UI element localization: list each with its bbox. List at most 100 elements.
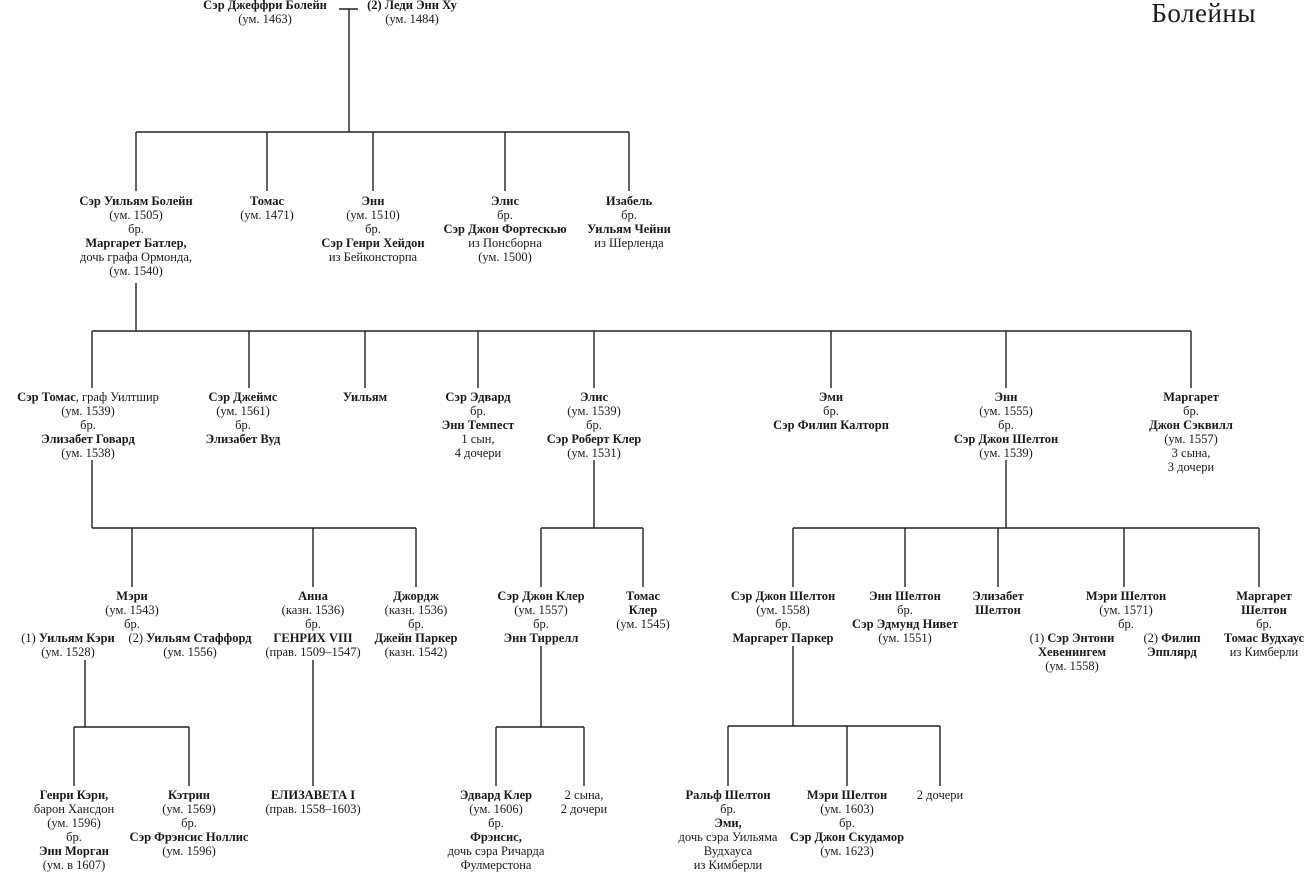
- node-line: Эдвард Клер: [459, 788, 533, 802]
- node-line: (ум. 1623): [820, 844, 874, 858]
- node-line: дочь сэра Уильяма: [678, 830, 778, 844]
- node-line: барон Хансдон: [33, 802, 115, 816]
- node-line: 3 дочери: [1167, 460, 1215, 474]
- node-line: бр.: [80, 418, 96, 432]
- spouse-name: Филип: [1161, 631, 1201, 645]
- node-line: из Бейконсторпа: [328, 250, 418, 264]
- node-line: (ум. 1463): [238, 12, 292, 26]
- node-line: Фулмерстона: [460, 858, 532, 872]
- node-line: (2) Филип: [1143, 631, 1200, 645]
- person-george-boleyn: Джордж(казн. 1536)бр.Джейн Паркер(казн. …: [375, 589, 458, 659]
- node-line: (ум. 1531): [567, 446, 621, 460]
- node-line: (ум. 1543): [105, 603, 159, 617]
- node-line: (ум. 1551): [878, 631, 932, 645]
- node-line: Элизабет Вуд: [205, 432, 281, 446]
- person-mary-boleyn: Мэри(ум. 1543)бр.: [105, 589, 159, 631]
- node-line: Маргарет Паркер: [732, 631, 834, 645]
- node-line: (ум. 1603): [820, 802, 874, 816]
- node-line: (прав. 1509–1547): [265, 645, 361, 659]
- node-line: Элизабет Говард: [41, 432, 135, 446]
- node-line: (казн. 1536): [281, 603, 345, 617]
- node-line: (ум. 1555): [979, 404, 1033, 418]
- node-line: Томас: [249, 194, 285, 208]
- node-line: бр.: [365, 222, 381, 236]
- node-line: Маргарет: [1163, 390, 1219, 404]
- person-william: Уильям: [343, 390, 387, 404]
- node-line: Элис: [579, 390, 609, 404]
- shelton-daughters: 2 дочери: [917, 788, 963, 802]
- node-line: бр.: [128, 222, 144, 236]
- node-line: 2 дочери: [916, 788, 964, 802]
- person-john-shelton: Сэр Джон Шелтон(ум. 1558)бр.Маргарет Пар…: [731, 589, 835, 645]
- node-line: Уильям Чейни: [587, 222, 671, 236]
- node-line: бр.: [305, 617, 321, 631]
- node-line: (2) Уильям Стаффорд: [128, 631, 251, 645]
- node-line: (ум. 1500): [478, 250, 532, 264]
- node-line: Эми,: [714, 816, 742, 830]
- node-line: Сэр Генри Хейдон: [321, 236, 425, 250]
- person-henry-carey: Генри Кэри,барон Хансдон(ум. 1596)бр.Энн…: [34, 788, 114, 872]
- node-line: Сэр Джеффри Болейн: [203, 0, 327, 12]
- person-thomas-1471: Томас(ум. 1471): [240, 194, 294, 222]
- node-line: Эми: [818, 390, 844, 404]
- node-line: (ум. 1569): [162, 802, 216, 816]
- node-line: (1) Сэр Энтони: [1030, 631, 1115, 645]
- spouse-name: Сэр Энтони: [1047, 631, 1115, 645]
- spouse-name: Уильям Кэри: [38, 631, 115, 645]
- node-line: бр.: [497, 208, 513, 222]
- person-geoffrey-boleyn: Сэр Джеффри Болейн(ум. 1463): [203, 0, 327, 26]
- node-line: (ум. 1558): [756, 603, 810, 617]
- line-text: (2): [128, 631, 147, 645]
- person-mary-shelton-jr: Мэри Шелтон(ум. 1603)бр.Сэр Джон Скудамо…: [790, 788, 904, 858]
- node-line: Сэр Джон Шелтон: [953, 432, 1059, 446]
- node-line: Энн: [361, 194, 385, 208]
- node-line: бр.: [1256, 617, 1272, 631]
- node-line: бр.: [839, 816, 855, 830]
- node-line: Хевенингем: [1037, 645, 1107, 659]
- node-line: Сэр Джон Скудамор: [789, 830, 905, 844]
- node-line: ЕЛИЗАВЕТА I: [270, 788, 356, 802]
- node-line: бр.: [235, 418, 251, 432]
- node-line: из Кимберли: [1229, 645, 1299, 659]
- node-line: Изабель: [605, 194, 653, 208]
- node-line: (казн. 1536): [384, 603, 448, 617]
- node-line: бр.: [775, 617, 791, 631]
- line-text: (1): [1029, 631, 1048, 645]
- node-line: Эпплярд: [1147, 645, 1197, 659]
- node-line: Маргарет: [1236, 589, 1292, 603]
- spouse-william-stafford: (2) Уильям Стаффорд(ум. 1556): [128, 631, 251, 659]
- node-line: Сэр Джон Шелтон: [730, 589, 836, 603]
- node-line: ГЕНРИХ VIII: [273, 631, 353, 645]
- node-line: (прав. 1558–1603): [265, 802, 361, 816]
- node-line: 4 дочери: [454, 446, 502, 460]
- node-line: (казн. 1542): [384, 645, 448, 659]
- node-line: Шелтон: [975, 603, 1021, 617]
- spouse-william-carey: (1) Уильям Кэри(ум. 1528): [21, 631, 115, 659]
- node-line: Шелтон: [1241, 603, 1287, 617]
- node-line: дочь сэра Ричарда: [447, 844, 545, 858]
- person-catherine-carey: Кэтрин(ум. 1569)бр.Сэр Фрэнсис Ноллис(ум…: [130, 788, 249, 858]
- node-line: Уильям: [342, 390, 388, 404]
- node-line: из Кимберли: [693, 858, 763, 872]
- node-line: бр.: [1183, 404, 1199, 418]
- node-line: Мэри Шелтон: [1085, 589, 1167, 603]
- line-text: , граф Уилтшир: [75, 390, 159, 404]
- node-line: (ум. 1545): [616, 617, 670, 631]
- node-line: из Шерленда: [594, 236, 664, 250]
- node-line: бр.: [533, 617, 549, 631]
- node-line: бр.: [720, 802, 736, 816]
- node-line: Мэри: [116, 589, 148, 603]
- node-line: Сэр Томас, граф Уилтшир: [17, 390, 159, 404]
- line-text: (1): [21, 631, 39, 645]
- node-line: Элизабет: [972, 589, 1024, 603]
- node-line: Генри Кэри,: [39, 788, 109, 802]
- node-line: (ум. 1561): [216, 404, 270, 418]
- node-line: бр.: [621, 208, 637, 222]
- node-line: (ум. 1596): [162, 844, 216, 858]
